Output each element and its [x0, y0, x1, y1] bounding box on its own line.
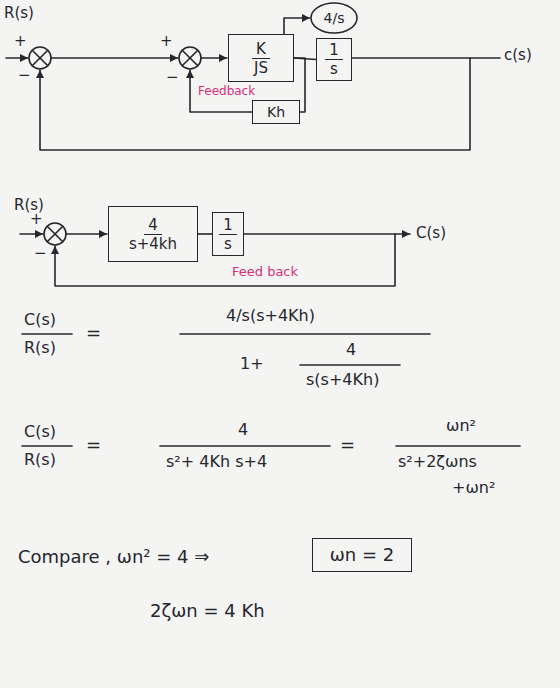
- equation-term: s²+2ζωns: [398, 452, 477, 471]
- junction-cross: [47, 226, 63, 242]
- output-signal: C(s): [416, 224, 446, 242]
- node-text: s+4kh: [125, 235, 181, 253]
- junction-cross: [32, 50, 48, 66]
- junction-cross: [182, 50, 198, 66]
- signal-wire: [51, 57, 178, 59]
- summing-junction: [44, 223, 66, 245]
- node-text: K: [252, 40, 270, 59]
- node-text: Kh: [263, 104, 289, 121]
- feedback-wire: [40, 58, 470, 150]
- feedback-gain-box: Kh: [252, 100, 300, 124]
- transfer-function-box: KJS: [228, 34, 294, 82]
- equation-term: 1+: [240, 354, 264, 373]
- signal-wire: [201, 57, 227, 59]
- circle-outline-shape: [311, 3, 357, 33]
- equation-term: 4: [238, 420, 248, 439]
- junction-cross: [32, 50, 48, 66]
- summing-junction: [179, 47, 201, 69]
- junction-cross: [182, 50, 198, 66]
- equation-line: 2ζωn = 4 Kh: [150, 600, 265, 622]
- equation-term: R(s): [24, 338, 56, 357]
- annotation-circle: 4/s: [310, 2, 358, 34]
- node-text: ωn = 2: [326, 544, 398, 566]
- equation-term: s(s+4Kh): [306, 370, 379, 389]
- boxed-result: ωn = 2: [312, 538, 412, 572]
- sign-mark: −: [18, 66, 31, 84]
- node-text: s: [220, 235, 236, 253]
- node-text: 1: [325, 41, 343, 60]
- output-signal: c(s): [504, 46, 532, 64]
- node-text: JS: [250, 59, 272, 77]
- sign-mark: +: [160, 32, 173, 50]
- fraction-bar: [160, 445, 330, 447]
- equation-term: +ωn²: [452, 478, 495, 497]
- equals-sign: =: [340, 434, 355, 456]
- equation-line: Compare , ωn² = 4 ⇒: [18, 546, 209, 568]
- equation-term: 4/s(s+4Kh): [226, 306, 315, 325]
- sign-mark: +: [30, 210, 43, 228]
- equation-term: 4: [346, 340, 356, 359]
- node-text: 4/s: [320, 10, 349, 27]
- equation-term: ωn²: [446, 416, 476, 435]
- fraction-bar: [300, 364, 400, 366]
- feedback-note: Feed back: [232, 264, 298, 280]
- fraction-bar: [22, 333, 72, 335]
- integrator-box: 1s: [212, 212, 244, 256]
- sign-mark: +: [14, 32, 27, 50]
- equation-term: C(s): [24, 310, 56, 329]
- integrator-box: 1s: [316, 38, 352, 81]
- node-text: 1: [219, 216, 237, 235]
- equation-term: s²+ 4Kh s+4: [166, 452, 267, 471]
- output-wire: [352, 57, 500, 59]
- fraction-bar: [396, 445, 520, 447]
- equation-term: C(s): [24, 422, 56, 441]
- transfer-function-box: 4s+4kh: [108, 206, 198, 262]
- equals-sign: =: [86, 434, 101, 456]
- equals-sign: =: [86, 322, 101, 344]
- sign-mark: −: [166, 68, 179, 86]
- input-wire: [20, 233, 43, 235]
- fraction-bar: [180, 333, 430, 335]
- fraction-bar: [22, 445, 72, 447]
- junction-cross: [47, 226, 63, 242]
- node-text: s: [326, 60, 342, 78]
- input-signal: R(s): [4, 4, 34, 22]
- output-wire: [244, 233, 410, 235]
- connector: [198, 233, 212, 235]
- equation-term: R(s): [24, 450, 56, 469]
- node-text: 4: [144, 216, 162, 235]
- sign-mark: −: [34, 244, 47, 262]
- input-wire: [6, 57, 28, 59]
- summing-junction: [29, 47, 51, 69]
- feedback-wire: [55, 234, 395, 286]
- feedback-note: Feedback: [198, 84, 255, 98]
- connector: [284, 18, 310, 34]
- signal-wire: [66, 233, 107, 235]
